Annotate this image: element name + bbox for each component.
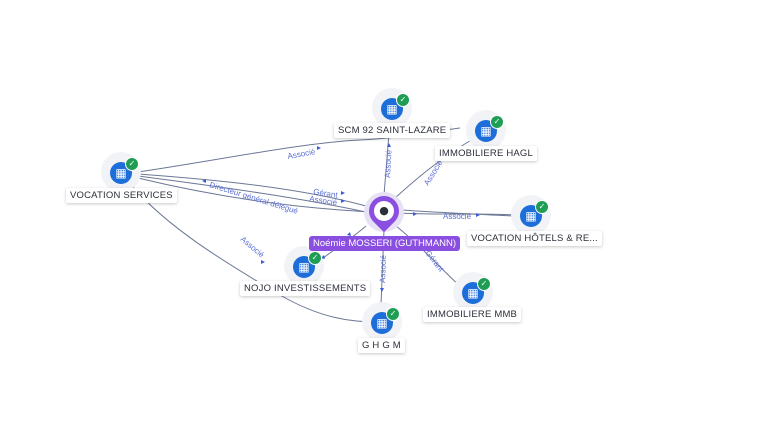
company-label-ghgm[interactable]: G H G M: [358, 338, 405, 353]
arrow-marker: [387, 143, 391, 147]
edge-vocation-services-person-associe[interactable]: [137, 175, 367, 213]
person-label[interactable]: Noémie MOSSERI (GUTHMANN): [309, 236, 461, 251]
person-node[interactable]: ●: [362, 189, 406, 233]
verified-check-icon: ✓: [535, 200, 549, 214]
company-label-mmb[interactable]: IMMOBILIERE MMB: [423, 307, 522, 322]
company-node-vocation-services[interactable]: ▦ ✓: [101, 152, 141, 192]
company-label-vocation-hotels[interactable]: VOCATION HÔTELS & RE...: [467, 231, 602, 246]
company-node-nojo[interactable]: ▦ ✓: [284, 246, 324, 286]
company-node-ghgm[interactable]: ▦ ✓: [362, 302, 402, 342]
arrow-marker: [341, 199, 345, 203]
arrow-marker: [202, 179, 206, 183]
edge-label: Gérant: [423, 249, 446, 274]
arrow-marker: [347, 232, 351, 236]
verified-check-icon: ✓: [386, 307, 400, 321]
arrow-marker: [317, 146, 321, 150]
edge-person-vocation-hotels[interactable]: [401, 209, 515, 217]
verified-check-icon: ✓: [125, 157, 139, 171]
verified-check-icon: ✓: [396, 93, 410, 107]
arrow-marker: [341, 191, 345, 195]
verified-check-icon: ✓: [490, 115, 504, 129]
company-label-scm92[interactable]: SCM 92 SAINT-LAZARE: [334, 123, 451, 138]
person-icon: ●: [374, 201, 394, 221]
edge-label: Associé: [239, 235, 267, 260]
company-label-nojo[interactable]: NOJO INVESTISSEMENTS: [240, 281, 371, 296]
edge-label: Associé: [287, 147, 317, 161]
edge-vocation-services-person-gerant[interactable]: [137, 173, 367, 207]
arrow-marker: [380, 288, 384, 292]
edge-person-hagl[interactable]: [394, 135, 479, 199]
company-node-hagl[interactable]: ▦ ✓: [466, 110, 506, 150]
verified-check-icon: ✓: [477, 277, 491, 291]
company-node-mmb[interactable]: ▦ ✓: [453, 272, 493, 312]
arrow-marker: [476, 213, 480, 217]
edge-label: Gérant: [313, 187, 339, 200]
edge-label: Associé: [443, 212, 472, 221]
company-label-hagl[interactable]: IMMOBILIERE HAGL: [435, 146, 537, 161]
arrow-marker: [413, 212, 417, 216]
verified-check-icon: ✓: [308, 251, 322, 265]
edge-label: Associé: [422, 158, 445, 187]
company-node-scm92[interactable]: ▦ ✓: [372, 88, 412, 128]
edge-label: Associé: [383, 149, 393, 178]
company-label-vocation-services[interactable]: VOCATION SERVICES: [66, 188, 177, 203]
edge-label: Associé: [378, 254, 388, 283]
edge-label: Associé: [309, 194, 339, 207]
edge-label: Directeur général délégué: [208, 180, 299, 216]
company-node-vocation-hotels[interactable]: ▦ ✓: [511, 195, 551, 235]
arrow-marker: [261, 260, 265, 264]
